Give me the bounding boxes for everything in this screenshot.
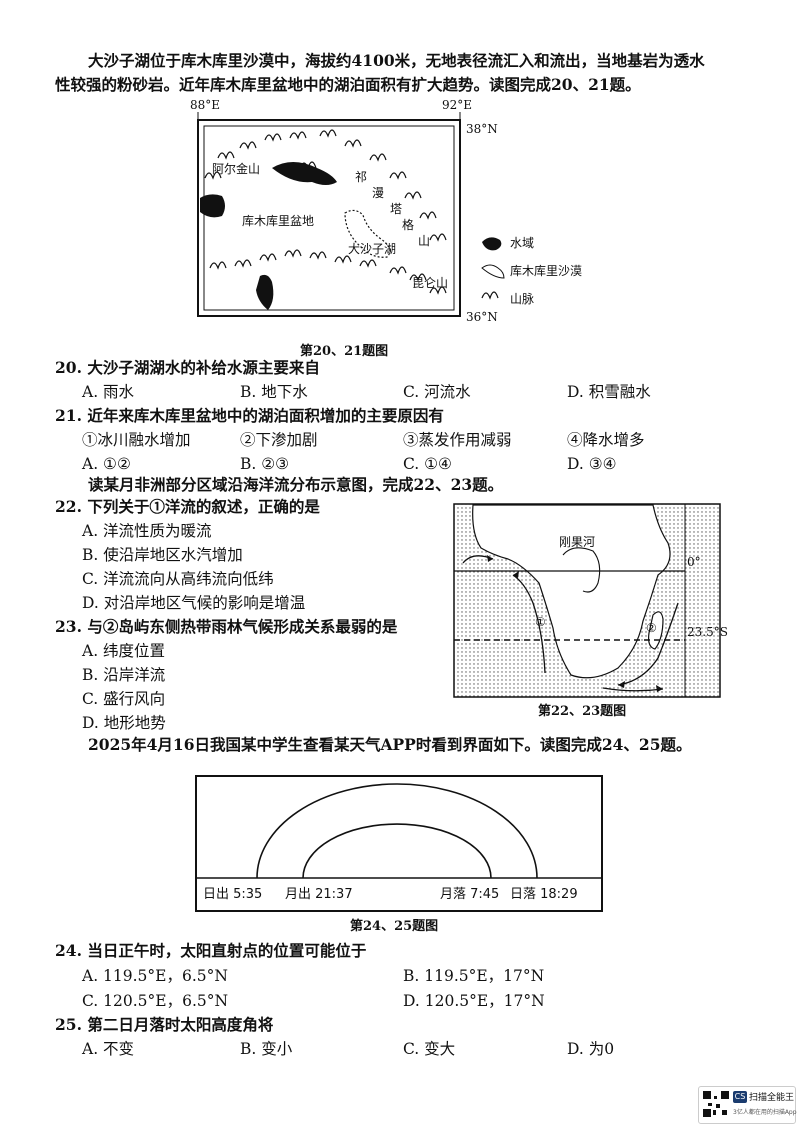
map1-caption: 第20、21题图 (300, 344, 389, 359)
label-man: 漫 (372, 186, 385, 200)
label-congo-river: 刚果河 (559, 535, 596, 549)
intro-2: 读某月非洲部分区域沿海洋流分布示意图，完成22、23题。 (88, 475, 504, 494)
q25-stem: 25. 第二日月落时太阳高度角将 (55, 1015, 274, 1034)
congo-river (562, 547, 601, 593)
weather-caption: 第24、25题图 (350, 919, 439, 934)
q24-option-d: D. 120.5°E，17°N (403, 992, 545, 1010)
qr-code-icon (702, 1090, 730, 1118)
label-current-1: ① (535, 615, 546, 629)
label-basin: 库木库里盆地 (242, 214, 315, 228)
q23-option-b: B. 沿岸洋流 (82, 666, 166, 684)
q23-stem: 23. 与②岛屿东侧热带雨林气候形成关系最弱的是 (55, 617, 398, 636)
q21-option-a: A. ①② (82, 455, 131, 473)
label-aerjin-mountain: 阿尔金山 (212, 162, 261, 176)
legend-mountain-label: 山脉 (510, 292, 535, 306)
q25-option-d: D. 为0 (567, 1040, 615, 1058)
label-dashazi-lake: 大沙子湖 (348, 242, 397, 256)
q21-item-4: ④降水增多 (567, 431, 645, 449)
q20-option-c: C. 河流水 (403, 383, 471, 401)
label-island-2: ② (646, 621, 657, 635)
moonset-label: 月落 7:45 (440, 887, 500, 902)
q20-stem: 20. 大沙子湖湖水的补给水源主要来自 (55, 358, 320, 377)
map1-legend: 水域 库木库里沙漠 山脉 (480, 232, 600, 312)
q21-stem: 21. 近年来库木库里盆地中的湖泊面积增加的主要原因有 (55, 406, 444, 425)
label-ta: 塔 (390, 202, 403, 216)
water-body-1 (272, 162, 337, 185)
legend-desert-label: 库木库里沙漠 (510, 264, 583, 278)
q21-item-3: ③蒸发作用减弱 (403, 431, 512, 449)
mountain-symbols (204, 129, 447, 295)
label-equator: 0° (687, 555, 701, 569)
q22-option-b: B. 使沿岸地区水汽增加 (82, 546, 243, 564)
cs-logo-icon: CS (733, 1091, 747, 1103)
legend-water-label: 水域 (510, 236, 535, 250)
q21-item-1: ①冰川融水增加 (82, 431, 191, 449)
label-shan: 山 (418, 234, 431, 248)
q21-item-2: ②下渗加剧 (240, 431, 318, 449)
q24-option-c: C. 120.5°E，6.5°N (82, 992, 229, 1010)
watermark-brand: 扫描全能王 (749, 1093, 795, 1103)
legend-desert-icon (481, 264, 505, 279)
label-kunlun-mountain: 昆仑山 (412, 276, 449, 290)
q22-stem: 22. 下列关于①洋流的叙述，正确的是 (55, 497, 320, 516)
lon-label-88e: 88°E (190, 98, 221, 112)
intro-line-2: 性较强的粉砂岩。近年库木库里盆地中的湖泊面积有扩大趋势。读图完成20、21题。 (55, 75, 641, 94)
sunset-label: 日落 18:29 (510, 887, 578, 902)
intro-line-1: 大沙子湖位于库木库里沙漠中，海拔约4100米，无地表径流汇入和流出，当地基岩为透… (88, 51, 705, 70)
q25-option-c: C. 变大 (403, 1040, 456, 1058)
label-ge: 格 (402, 218, 415, 232)
water-body-2 (200, 194, 225, 218)
q21-option-c: C. ①④ (403, 455, 452, 473)
map-africa-currents: 刚果河 0° 23.5°S ① ② (453, 503, 728, 698)
desert-lake (344, 209, 391, 258)
map-kumukuli-basin: 88°E 92°E 38°N 36°N 阿尔金山 库木库里盆地 祁 漫 塔 格 … (190, 98, 530, 338)
legend-mountain-icon (481, 291, 499, 300)
label-qi: 祁 (355, 170, 368, 184)
legend-water-icon (482, 237, 502, 251)
water-body-3 (256, 274, 274, 310)
moonrise-label: 月出 21:37 (285, 887, 353, 902)
q21-option-d: D. ③④ (567, 455, 617, 473)
q24-option-b: B. 119.5°E，17°N (403, 967, 545, 985)
sunrise-label: 日出 5:35 (203, 887, 263, 902)
q22-option-c: C. 洋流流向从高纬流向低纬 (82, 570, 274, 588)
q21-option-b: B. ②③ (240, 455, 290, 473)
label-tropic: 23.5°S (687, 625, 728, 639)
q22-option-a: A. 洋流性质为暖流 (82, 522, 212, 540)
q20-option-b: B. 地下水 (240, 383, 308, 401)
weather-app-panel: 日出 5:35 月出 21:37 月落 7:45 日落 18:29 (195, 775, 603, 912)
current-1-path (512, 574, 546, 674)
q24-option-a: A. 119.5°E，6.5°N (82, 967, 228, 985)
q23-option-c: C. 盛行风向 (82, 690, 166, 708)
sun-path-arc (256, 783, 538, 879)
africa-landmass (472, 504, 671, 679)
q20-option-d: D. 积雪融水 (567, 383, 651, 401)
lat-label-38n: 38°N (466, 122, 498, 136)
lat-label-36n: 36°N (466, 310, 498, 324)
q20-option-a: A. 雨水 (82, 383, 135, 401)
q25-option-a: A. 不变 (82, 1040, 135, 1058)
scanner-watermark: CS 扫描全能王 3亿人都在用的扫描App (698, 1086, 797, 1124)
q23-option-a: A. 纬度位置 (82, 642, 166, 660)
q24-stem: 24. 当日正午时，太阳直射点的位置可能位于 (55, 941, 367, 960)
q22-option-d: D. 对沿岸地区气候的影响是增温 (82, 594, 306, 612)
q23-option-d: D. 地形地势 (82, 714, 166, 732)
moon-path-arc (302, 823, 492, 879)
intro-3: 2025年4月16日我国某中学生查看某天气APP时看到界面如下。读图完成24、2… (88, 735, 692, 754)
watermark-subtitle: 3亿人都在用的扫描App (733, 1109, 797, 1116)
lon-label-92e: 92°E (442, 98, 473, 112)
map2-caption: 第22、23题图 (538, 704, 627, 719)
q25-option-b: B. 变小 (240, 1040, 293, 1058)
